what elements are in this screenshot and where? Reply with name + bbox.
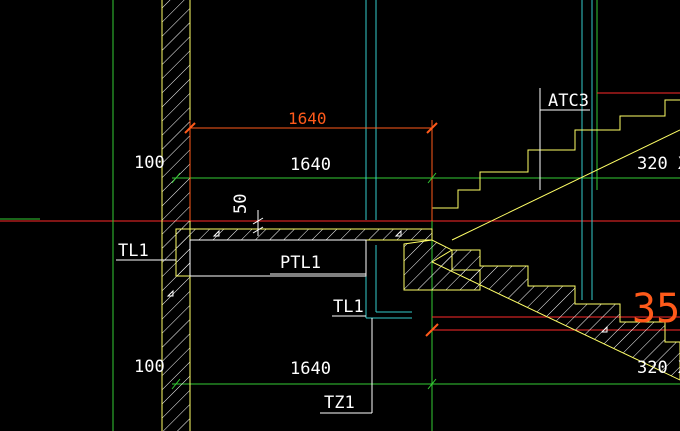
label-ptl1: PTL1 xyxy=(280,253,321,273)
tick-green-2 xyxy=(427,172,437,184)
dim-vertical-text: 50 xyxy=(231,194,251,214)
label-step-top: 320 X xyxy=(637,154,680,174)
tick-green-1 xyxy=(171,172,181,184)
break-mark-4 xyxy=(600,325,608,333)
label-step-bottom: 320 X xyxy=(637,358,680,378)
dim-50-tick-a xyxy=(252,217,264,225)
label-atc3: ATC3 xyxy=(548,91,589,111)
break-mark-1 xyxy=(212,229,220,237)
dim-tick-red-right xyxy=(426,122,438,134)
break-mark-3 xyxy=(166,289,174,297)
break-mark-2 xyxy=(394,229,402,237)
dim-bottom-white-text: 1640 xyxy=(290,359,331,379)
tick-green-3 xyxy=(171,378,181,390)
dim-tick-red-lower xyxy=(425,323,439,337)
dim-top-red-text: 1640 xyxy=(288,109,327,128)
dim-left-bottom-text: 100 xyxy=(134,357,165,377)
wall-hatch xyxy=(162,0,190,431)
label-tz1: TZ1 xyxy=(324,393,355,413)
dim-top-white-text: 1640 xyxy=(290,155,331,175)
upper-flight-soffit xyxy=(451,129,680,241)
upper-flight-steps xyxy=(432,99,680,209)
landing-beam-outline xyxy=(189,239,367,277)
lower-flight xyxy=(430,249,680,381)
dim-tick-red-left xyxy=(184,122,196,134)
tick-green-4 xyxy=(427,378,437,390)
dim-left-top-text: 100 xyxy=(134,153,165,173)
dim-50-tick-b xyxy=(252,226,264,234)
label-tl1-left: TL1 xyxy=(118,241,149,261)
label-big-number-partial: 35 xyxy=(632,286,680,332)
label-tl1-inner: TL1 xyxy=(333,297,364,317)
